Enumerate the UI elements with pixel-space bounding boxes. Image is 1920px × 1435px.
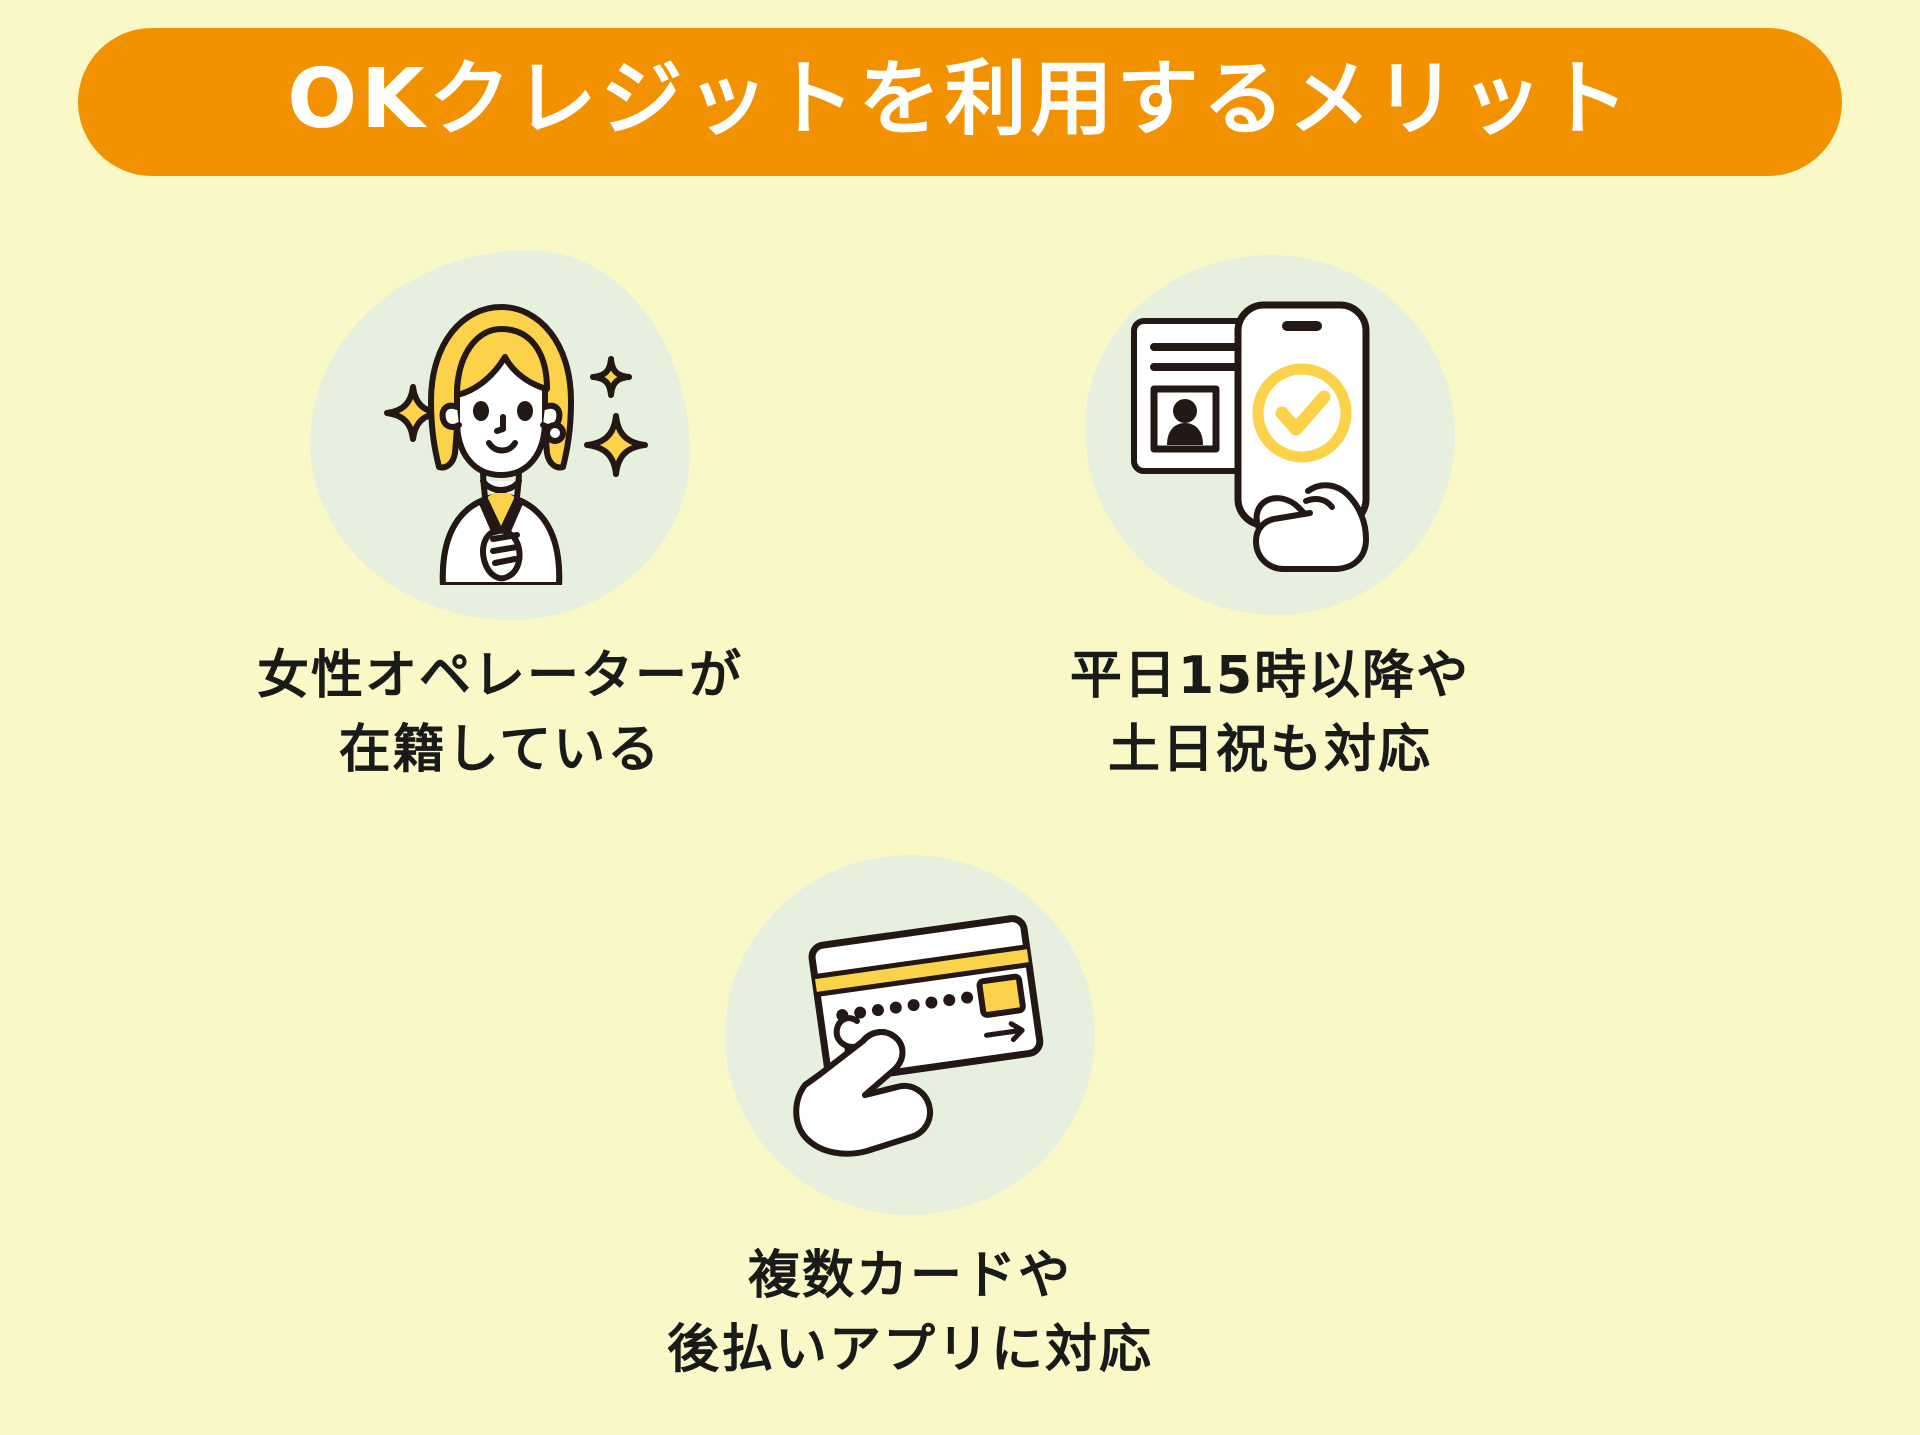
caption-line-2: 土日祝も対応: [1107, 719, 1432, 780]
id-card-phone-check-icon: [1131, 301, 1370, 572]
benefit-caption-female-operator: 女性オペレーターが 在籍している: [257, 640, 743, 788]
caption-line-2: 後払いアプリに対応: [666, 1319, 1153, 1380]
page-title: OKクレジットを利用するメリット: [287, 52, 1633, 147]
illustration-female-operator: [300, 240, 700, 630]
hand-holding-credit-card-icon: [793, 915, 1044, 1157]
benefit-caption-multiple-cards: 複数カードや 後払いアプリに対応: [667, 1240, 1153, 1388]
illustration-id-phone-verification: [1070, 240, 1470, 630]
caption-line-1: 女性オペレーターが: [256, 646, 743, 706]
header-banner: OKクレジットを利用するメリット: [78, 28, 1842, 176]
benefit-caption-support-hours: 平日15時以降や 土日祝も対応: [1070, 640, 1470, 788]
caption-line-1: 複数カードや: [747, 1246, 1072, 1306]
benefit-card-multiple-cards: 複数カードや 後払いアプリに対応: [640, 840, 1180, 1388]
illustration-hand-credit-card: [710, 840, 1110, 1230]
female-operator-icon: [384, 304, 648, 585]
benefit-card-female-operator: 女性オペレーターが 在籍している: [250, 240, 750, 788]
caption-line-2: 在籍している: [338, 719, 662, 780]
caption-line-1: 平日15時以降や: [1069, 646, 1471, 706]
benefit-card-support-hours: 平日15時以降や 土日祝も対応: [1020, 240, 1520, 788]
